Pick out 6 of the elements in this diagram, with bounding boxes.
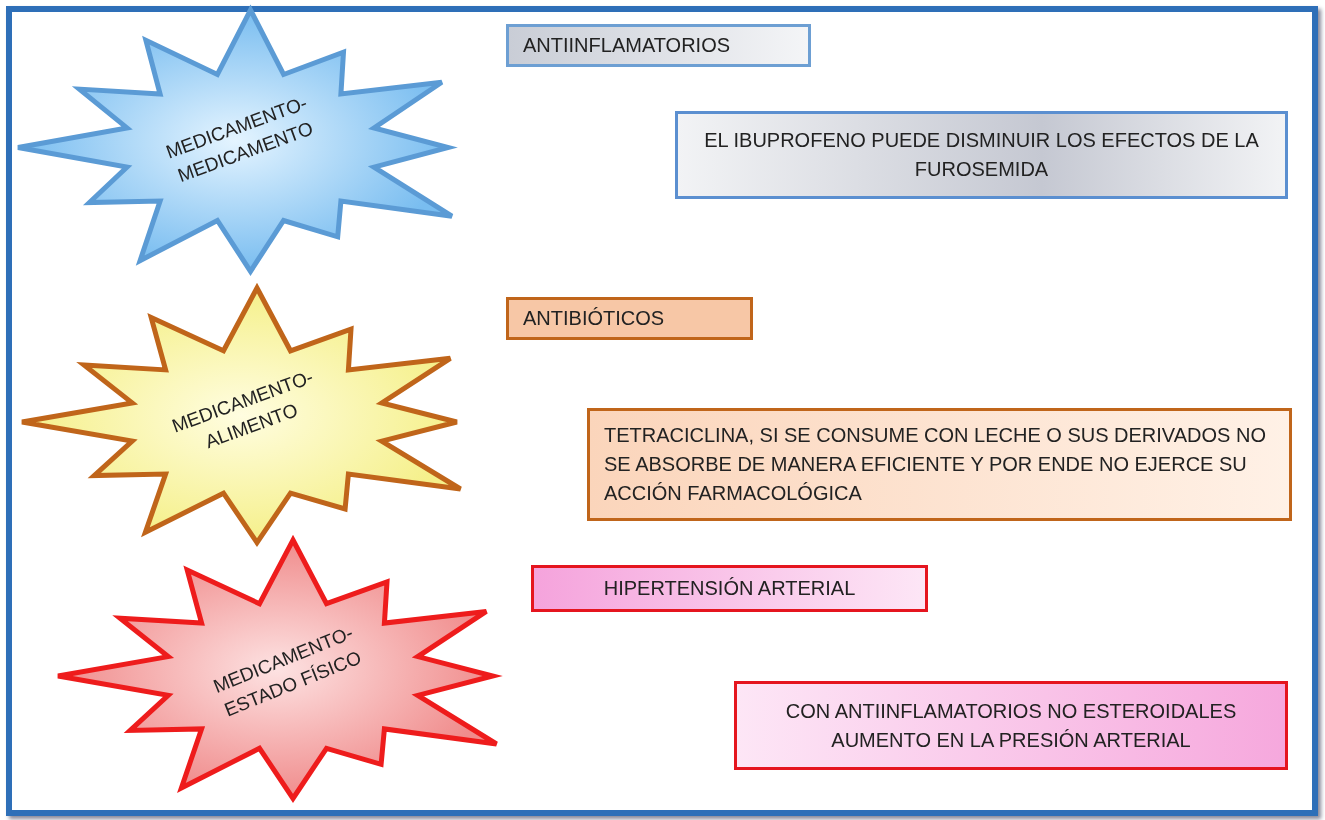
drug-class-box: HIPERTENSIÓN ARTERIAL <box>531 565 928 612</box>
drug-class-box: ANTIINFLAMATORIOS <box>506 24 811 67</box>
description-box: CON ANTIINFLAMATORIOS NO ESTEROIDALES AUMENTO EN LA PRESIÓN ARTERIAL <box>734 681 1288 770</box>
drug-class-box: ANTIBIÓTICOS <box>506 297 753 340</box>
description-box: TETRACICLINA, SI SE CONSUME CON LECHE O SUS DERIVADOS NO SE ABSORBE DE MANERA EFICIENTE Y POR ENDE NO EJERCE SU ACCIÓN FARMACOLÓGICA <box>587 408 1292 521</box>
description-box: EL IBUPROFENO PUEDE DISMINUIR LOS EFECTOS DE LA FUROSEMIDA <box>675 111 1288 199</box>
